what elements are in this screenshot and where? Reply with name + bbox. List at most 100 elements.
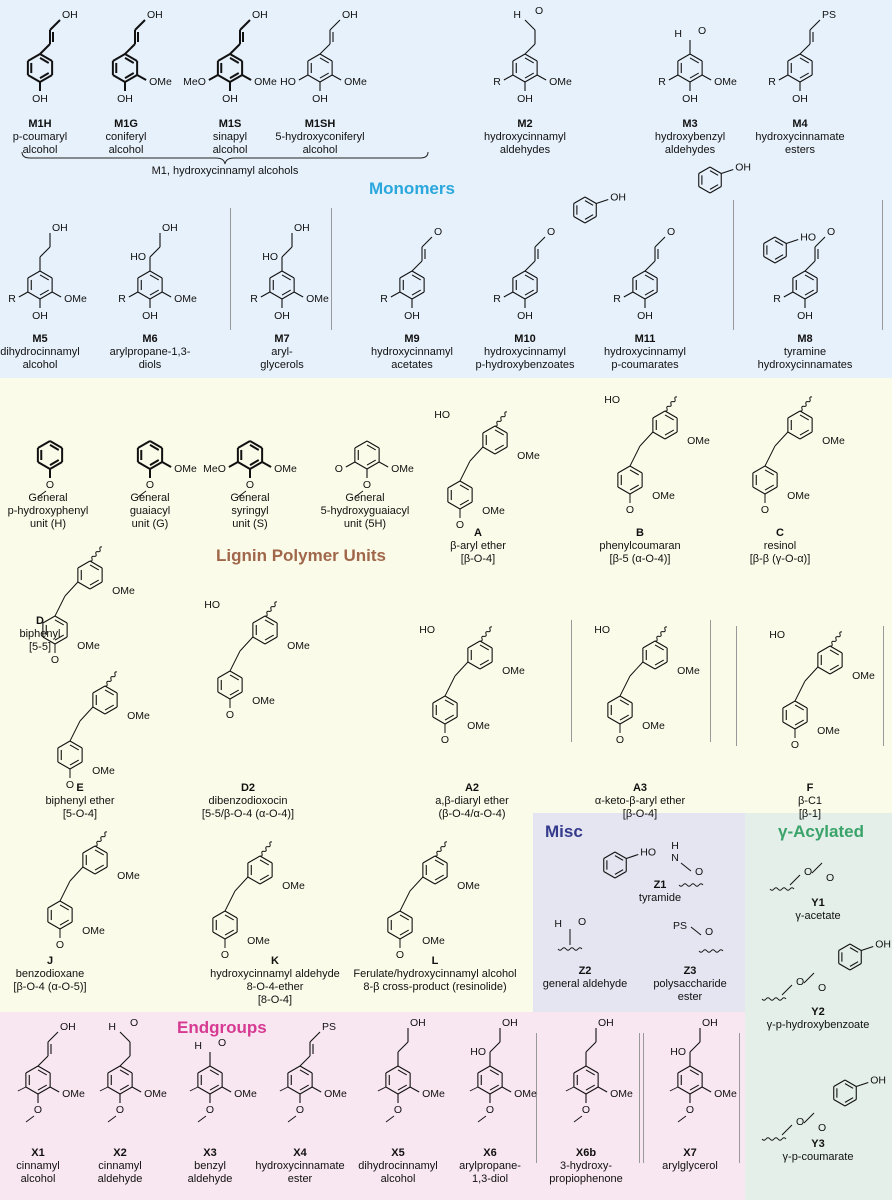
- atom-label: OH: [404, 310, 420, 322]
- compound-name-line: General: [28, 492, 68, 504]
- compound-name-line: γ-p-hydroxybenzoate: [766, 1019, 870, 1031]
- compound-id: M3: [682, 118, 698, 130]
- atom-label: O: [335, 463, 343, 475]
- atom-label: OH: [117, 93, 133, 105]
- atom-label: OMe: [482, 505, 505, 517]
- compound-id: M1S: [218, 118, 242, 130]
- atom-label: OMe: [62, 1088, 85, 1100]
- compound-id: D: [36, 615, 44, 627]
- compound-name-line: [β-O-4]: [622, 808, 658, 820]
- z1-tyramine-ring: HO: [603, 847, 656, 879]
- atom-label: O: [535, 5, 543, 17]
- atom-label: O: [626, 504, 634, 516]
- atom-label: OMe: [234, 1088, 257, 1100]
- compound-name-line: unit (S): [232, 518, 268, 530]
- compound-name-line: propiophenone: [549, 1173, 623, 1185]
- atom-label: R: [250, 293, 258, 305]
- compound-id: M4: [792, 118, 808, 130]
- compound-name-line: alcohol: [302, 144, 338, 156]
- atom-label: O: [791, 739, 799, 751]
- atom-label: OH: [637, 310, 653, 322]
- atom-label: OH: [735, 162, 751, 174]
- atom-label: OMe: [787, 490, 810, 502]
- atom-label: O: [695, 866, 703, 878]
- atom-label: H: [513, 9, 523, 21]
- compound-name-line: 1,3-diol: [471, 1173, 509, 1185]
- atom-label: OH: [274, 310, 290, 322]
- atom-label: OMe: [77, 640, 100, 652]
- atom-label: OMe: [254, 76, 277, 88]
- compound-name-line: tyramide: [638, 892, 682, 904]
- atom-label: HO: [800, 232, 816, 244]
- atom-label: OH: [875, 939, 891, 951]
- atom-label: O: [796, 1116, 804, 1128]
- atom-label: HO: [280, 76, 296, 88]
- atom-label: OH: [32, 310, 48, 322]
- compound-name-line: hydroxycinnamates: [757, 359, 853, 371]
- atom-label: OH: [147, 9, 163, 21]
- m1-group-brace: [21, 151, 429, 165]
- compound-id: A3: [632, 782, 648, 794]
- compound-name-line: unit (5H): [343, 518, 387, 530]
- atom-label: OMe: [391, 463, 414, 475]
- compound-name-line: arylglycerol: [662, 1160, 718, 1172]
- compound-name-line: cinnamyl: [98, 1160, 142, 1172]
- atom-label: O: [796, 976, 804, 988]
- atom-label: R: [380, 293, 388, 305]
- compound-id: M11: [634, 333, 656, 345]
- a3-bracket: [571, 620, 711, 742]
- atom-label: OMe: [82, 925, 105, 937]
- compound-name-line: Ferulate/hydroxycinnamyl alcohol: [353, 968, 517, 980]
- compound-name-line: glycerols: [260, 359, 304, 371]
- atom-label: O: [804, 866, 812, 878]
- atom-label: OMe: [852, 670, 875, 682]
- atom-label: OMe: [282, 880, 305, 892]
- compound-name-line: [5-5]: [28, 641, 51, 653]
- compound-id: M7: [274, 333, 290, 345]
- atom-label: OMe: [514, 1088, 537, 1100]
- compound-id: B: [636, 527, 644, 539]
- compound-name-line: General: [230, 492, 270, 504]
- atom-label: OMe: [642, 720, 665, 732]
- compound-name-line: aldehyde: [187, 1173, 233, 1185]
- atom-label: OH: [517, 93, 533, 105]
- atom-label: OMe: [714, 1088, 737, 1100]
- compound-name-line: [5-5/β-O-4 (α-O-4)]: [201, 808, 295, 820]
- atom-label: OMe: [467, 720, 490, 732]
- compound-name-line: β-C1: [797, 795, 823, 807]
- compound-name-line: p-hydroxybenzoates: [475, 359, 575, 371]
- atom-label: O: [705, 926, 713, 938]
- atom-label: O: [456, 519, 464, 531]
- compound-id: D2: [240, 782, 256, 794]
- compound-id: L: [431, 955, 439, 967]
- atom-label: OMe: [247, 935, 270, 947]
- y3-coumaroyl-ring: OH: [833, 1075, 886, 1107]
- f-bracket: [736, 626, 884, 746]
- atom-label: OMe: [174, 463, 197, 475]
- compound-id: A: [474, 527, 482, 539]
- compound-id: F: [806, 782, 814, 794]
- compound-name-line: resinol: [763, 540, 797, 552]
